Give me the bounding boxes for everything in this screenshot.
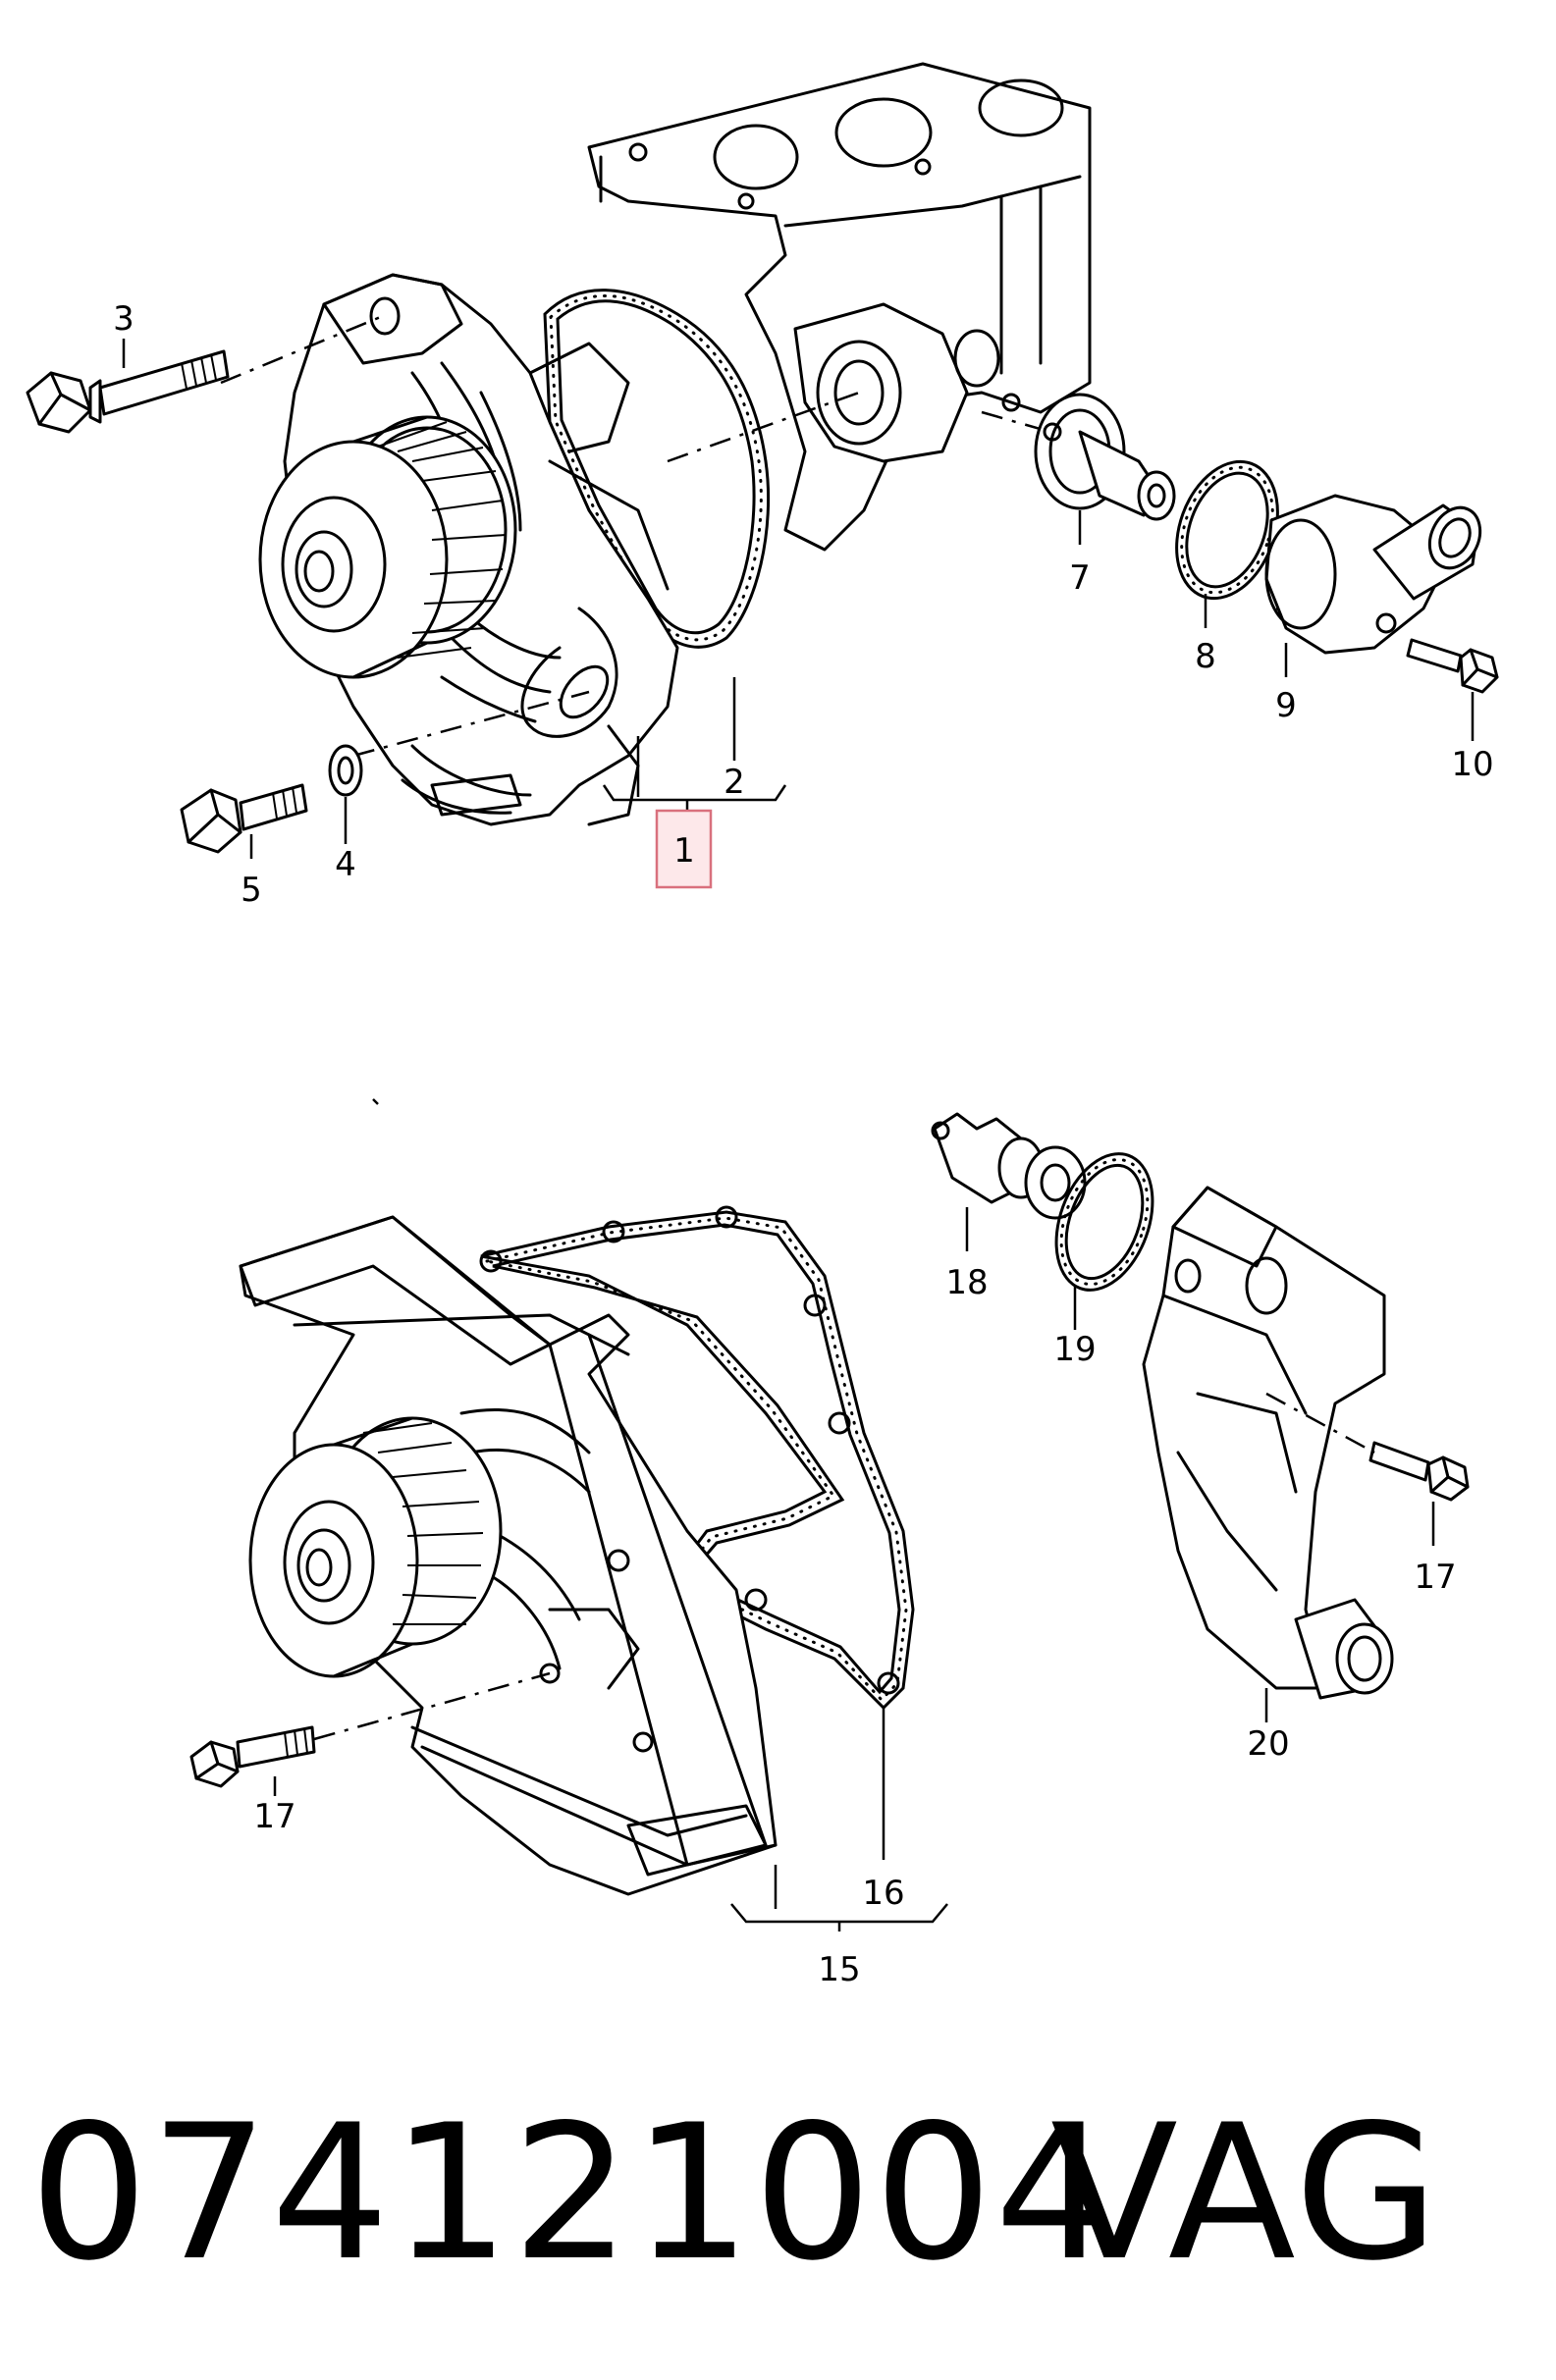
coolant-housing-item-20 xyxy=(1142,1186,1394,1700)
washer-item-4 xyxy=(328,744,363,797)
o-ring-item-19 xyxy=(1054,1152,1154,1292)
callout-3: 3 xyxy=(113,299,134,339)
callout-17-left: 17 xyxy=(253,1797,295,1836)
water-pump-housing xyxy=(258,273,679,826)
gasket-item-2 xyxy=(543,289,771,649)
callout-2: 2 xyxy=(724,763,745,802)
bolt-item-17-right xyxy=(1368,1441,1470,1502)
gasket-item-16 xyxy=(479,1205,915,1711)
coolant-flange-item-9 xyxy=(1264,494,1482,655)
callout-15: 15 xyxy=(818,1950,860,1989)
leaders-bottom xyxy=(273,1207,1435,1931)
highlight-box-item-1 xyxy=(655,809,713,889)
callout-9: 9 xyxy=(1275,686,1297,725)
callout-8: 8 xyxy=(1195,637,1216,676)
callouts-bottom: 18 19 17 20 17 16 15 xyxy=(253,1263,1456,1989)
callout-17-right: 17 xyxy=(1414,1558,1456,1597)
callout-7: 7 xyxy=(1069,558,1091,598)
callouts-top: 3 1 2 4 5 7 8 9 10 xyxy=(113,299,1493,910)
engine-block xyxy=(587,62,1092,552)
footer: 074121004 VAG xyxy=(0,2071,1556,2316)
bolt-item-17-left xyxy=(189,1725,316,1788)
callout-4: 4 xyxy=(335,845,356,884)
bolt-item-3 xyxy=(26,349,230,434)
center-lines-bottom xyxy=(313,1098,1375,1741)
part-number: 074121004 xyxy=(29,2085,1115,2301)
leaders-top xyxy=(122,339,1475,859)
callout-1: 1 xyxy=(673,831,695,871)
bolt-item-10 xyxy=(1406,638,1499,694)
callout-5: 5 xyxy=(241,871,262,910)
water-pump-item-15 xyxy=(239,1215,778,1896)
callout-16: 16 xyxy=(862,1874,904,1913)
bolt-item-5 xyxy=(180,783,308,854)
thermostat-item-7 xyxy=(1034,393,1176,521)
callout-20: 20 xyxy=(1247,1724,1289,1764)
thermostat-item-18 xyxy=(931,1112,1087,1220)
callout-19: 19 xyxy=(1053,1330,1096,1369)
brand-name: VAG xyxy=(1050,2085,1441,2301)
callout-10: 10 xyxy=(1451,745,1493,784)
callout-18: 18 xyxy=(945,1263,988,1302)
